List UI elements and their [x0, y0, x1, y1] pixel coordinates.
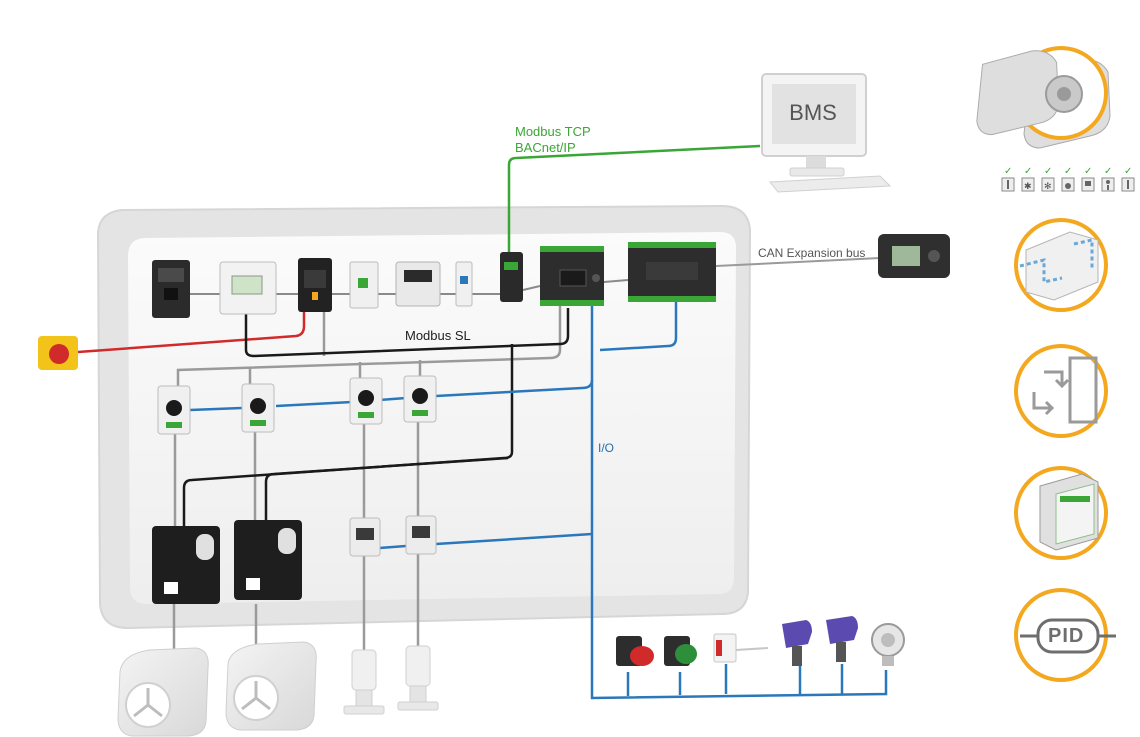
io-label: I/O	[598, 441, 615, 455]
pid-label: PID	[1048, 625, 1085, 647]
expansion-module	[628, 242, 716, 302]
door-icon	[1032, 356, 1098, 424]
can-bus-line	[715, 257, 881, 267]
motor-starter-3	[349, 377, 383, 425]
emergency-stop-button	[38, 336, 78, 370]
svg-text:✻: ✻	[1044, 181, 1052, 191]
svg-text:✓: ✓	[1064, 166, 1072, 177]
svg-text:✱: ✱	[1024, 181, 1032, 191]
thermometer-icon: ✓	[1001, 166, 1015, 192]
pressure-sensor	[871, 623, 905, 666]
svg-text:✓: ✓	[1084, 166, 1092, 177]
svg-text:✓: ✓	[1124, 166, 1132, 177]
modbus-sl-line	[182, 308, 570, 530]
modbus-tcp-line	[507, 144, 761, 258]
controller-module-icon	[1039, 473, 1099, 551]
contactor-1	[349, 517, 381, 557]
variable-speed-drive-1	[152, 526, 220, 604]
duct-airflow-icon	[1019, 231, 1099, 301]
motor-starter-row	[157, 375, 437, 435]
temperature-sensor	[713, 633, 769, 663]
mcb-1	[349, 261, 379, 309]
bms-label: BMS	[789, 100, 837, 125]
red-push-button	[616, 636, 654, 666]
motor-starter-1	[157, 385, 191, 435]
contactor-2	[405, 515, 437, 555]
svg-text:✓: ✓	[1004, 166, 1012, 177]
motor-starter-2	[241, 383, 275, 433]
pump-2	[397, 645, 439, 711]
modbus-tcp-label: Modbus TCP	[515, 124, 591, 139]
modbus-sl-label: Modbus SL	[405, 328, 471, 343]
fan-2	[225, 641, 317, 731]
io-bus-line	[189, 300, 888, 700]
svg-text:✓: ✓	[1024, 166, 1032, 177]
can-display-terminal	[878, 234, 950, 278]
bms-workstation	[761, 73, 892, 193]
mcb-2	[455, 261, 473, 307]
svg-text:✓: ✓	[1104, 166, 1112, 177]
valve-actuator-2	[826, 616, 858, 662]
ethernet-module	[500, 252, 523, 302]
circuit-breaker	[152, 260, 190, 318]
pump-1	[343, 649, 385, 715]
emergency-stop-line	[77, 312, 306, 354]
pid-icon	[1020, 618, 1116, 654]
fan-1	[117, 647, 209, 737]
motor-starter-4	[403, 375, 437, 423]
power-meter	[219, 261, 277, 315]
frost-icon: ✓✻	[1041, 166, 1055, 192]
status-icons-row: ✓ ✓✱ ✓✻ ✓ ✓ ✓ ✓	[1001, 166, 1135, 192]
contactor-main	[298, 258, 332, 312]
transformer	[395, 261, 441, 307]
svg-text:✓: ✓	[1044, 166, 1052, 177]
green-push-button	[664, 636, 697, 666]
snowflake-icon: ✓✱	[1021, 166, 1035, 192]
display-icon: ✓	[1081, 166, 1095, 192]
bacnet-ip-label: BACnet/IP	[515, 140, 576, 155]
thermometer-icon: ✓	[1121, 166, 1135, 192]
main-controller	[540, 246, 604, 306]
rail-connections	[190, 279, 629, 295]
hvac-unit-icon	[976, 50, 1083, 136]
valve-actuator-1	[782, 620, 812, 666]
variable-speed-drive-2	[234, 520, 302, 600]
can-bus-label: CAN Expansion bus	[758, 246, 866, 260]
humidity-icon: ✓	[1061, 166, 1075, 192]
person-icon: ✓	[1101, 166, 1115, 192]
